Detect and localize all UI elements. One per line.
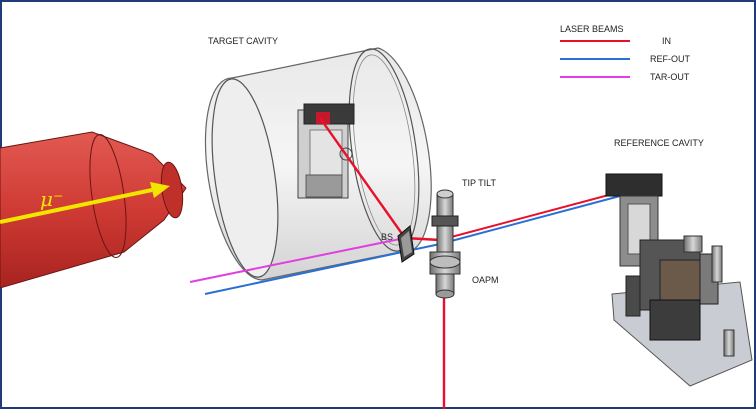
oapm-label: OAPM — [472, 275, 499, 285]
legend-title: LASER BEAMS — [560, 24, 624, 34]
beam-ref-from-reference — [439, 195, 621, 245]
legend-label-in: IN — [662, 36, 671, 46]
beam-splitter — [397, 225, 415, 263]
reference-cavity-label: REFERENCE CAVITY — [614, 138, 704, 148]
legend: LASER BEAMS IN REF-OUT TAR-OUT — [560, 24, 690, 82]
tip-tilt-oapm-tower — [429, 189, 461, 299]
legend-label-ref-out: REF-OUT — [650, 54, 690, 64]
bs-label: BS — [381, 232, 393, 242]
reference-cavity — [605, 173, 753, 387]
target-cavity — [204, 47, 432, 281]
muon-beam: μ⁻ — [0, 131, 187, 289]
legend-label-tar-out: TAR-OUT — [650, 72, 690, 82]
muon-arrow-head — [150, 182, 170, 198]
tip-tilt-label: TIP TILT — [462, 178, 497, 188]
muon-arrow — [0, 188, 153, 224]
beam-in-to-reference — [439, 191, 621, 241]
target-cavity-label: TARGET CAVITY — [208, 36, 278, 46]
laser-beams — [189, 117, 621, 409]
beam-tar-out — [189, 237, 406, 283]
beam-in-to-target — [319, 117, 406, 239]
target-cavity-mount — [297, 103, 355, 199]
muon-label: μ⁻ — [40, 187, 64, 211]
